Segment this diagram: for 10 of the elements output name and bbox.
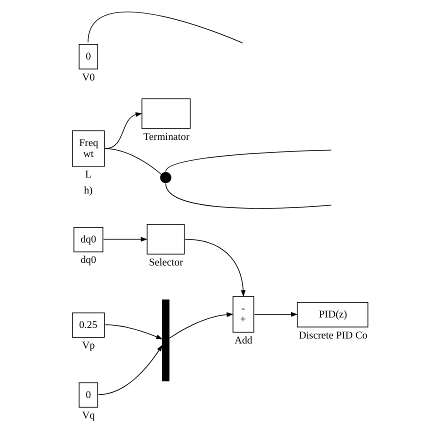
node-label: Vq: [82, 410, 94, 422]
node-label: dq0: [80, 255, 96, 266]
node-label: L: [84, 170, 91, 181]
node-label: Add: [234, 336, 252, 346]
node-label: h): [83, 185, 92, 196]
node-label: Discrete PID Co: [298, 330, 367, 342]
node-label: Terminator: [142, 132, 189, 143]
node-label: Selector: [148, 257, 183, 268]
node-label: Vp: [82, 340, 94, 352]
node-label: V0: [82, 72, 94, 84]
